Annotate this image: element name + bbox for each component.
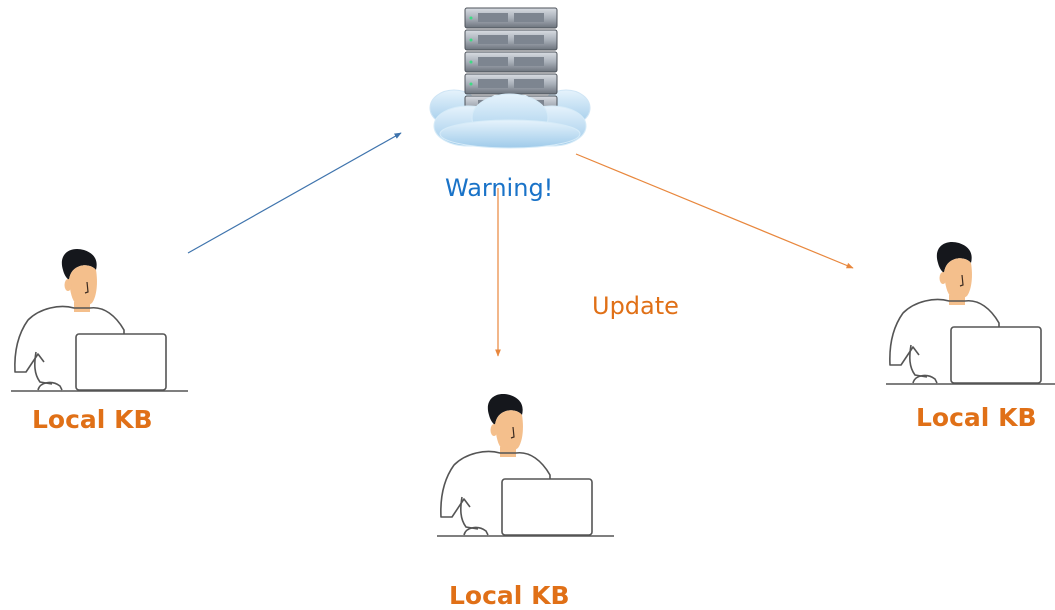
user-left — [10, 248, 189, 392]
arrow-user-to-server — [187, 132, 402, 254]
server-rack-cloud-icon — [429, 7, 591, 149]
person-at-laptop-icon — [885, 241, 1055, 385]
update-label: Update — [592, 292, 679, 320]
local-kb-label-center: Local KB — [449, 581, 570, 610]
user-center — [436, 393, 615, 537]
person-at-laptop-icon — [10, 248, 189, 392]
user-right — [885, 241, 1055, 385]
person-at-laptop-icon — [436, 393, 615, 537]
arrow-server-to-right-user — [575, 153, 854, 269]
local-kb-label-left: Local KB — [32, 405, 153, 434]
warning-label: Warning! — [445, 174, 554, 202]
local-kb-label-right: Local KB — [916, 403, 1037, 432]
